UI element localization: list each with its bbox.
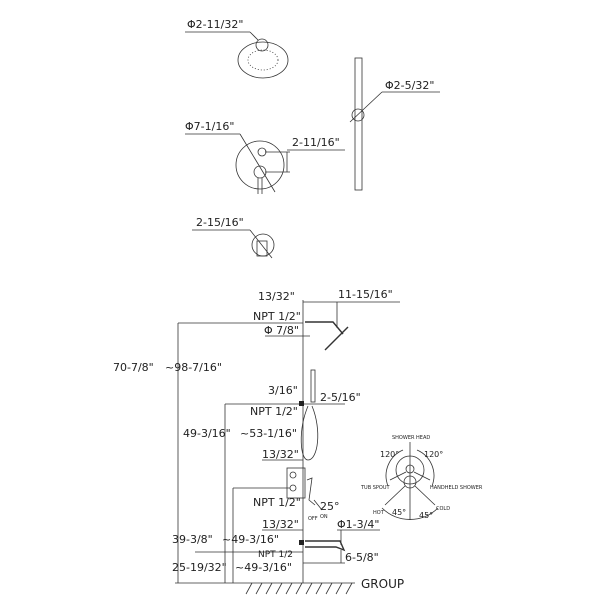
rotation-shower-head: SHOWER HEAD (392, 435, 430, 441)
valve-plate-diameter: Φ7-1/16" (185, 120, 234, 133)
valve-height: 39-3/8" (172, 533, 213, 546)
handheld-height: 49-3/16" (183, 427, 231, 440)
spout-npt: NPT 1/2 (258, 550, 293, 560)
handheld-npt: NPT 1/2" (250, 405, 298, 418)
rotation-cold-angle: 45° (419, 511, 433, 520)
rotation-hot: HOT (373, 510, 385, 516)
lever-off: OFF (308, 516, 318, 522)
rotation-handheld: HANDHELD SHOWER (430, 485, 483, 491)
lever-angle: 25° (320, 500, 340, 513)
valve-offset: 13/32" (262, 448, 299, 461)
arm-offset: 13/32" (258, 290, 295, 303)
valve-height-alt: ~49-3/16" (222, 533, 279, 546)
shower-head-top-view: Φ2-11/32" (185, 18, 289, 79)
arm-reach: 11-15/16" (338, 288, 393, 301)
tub-spout-top-view: 2-15/16" (192, 216, 275, 259)
handle-rotation-diagram: SHOWER HEAD 120° 120° TUB SPOUT HANDHELD… (360, 435, 483, 520)
valve-top-view: Φ7-1/16" 2-11/16" (185, 120, 345, 194)
handheld-offset: 3/16" (268, 384, 298, 397)
tub-spout-size: 2-15/16" (196, 216, 244, 229)
valve-npt: NPT 1/2" (253, 496, 301, 509)
valve-spacing: 2-11/16" (292, 136, 340, 149)
head-height: ~98-7/16" (165, 361, 222, 374)
arm-npt: NPT 1/2" (253, 310, 301, 323)
spout-diameter: Φ1-3/4" (337, 518, 379, 531)
handheld-top-height: ~53-1/16" (240, 427, 297, 440)
handheld-top-view: Φ2-5/32" (349, 57, 440, 191)
arm-height: 70-7/8" (113, 361, 154, 374)
rotation-angle-right: 120° (424, 450, 443, 459)
shower-head-diameter: Φ2-11/32" (187, 18, 243, 31)
spout-reach: 6-5/8" (345, 551, 379, 564)
handheld-diameter: Φ2-5/32" (385, 79, 434, 92)
ground-hatch (245, 582, 353, 595)
rotation-cold: COLD (436, 506, 450, 512)
spout-offset: 13/32" (262, 518, 299, 531)
arm-diameter: Φ 7/8" (264, 324, 299, 337)
rotation-angle-left: 120° (380, 450, 399, 459)
elevation-view: 13/32" 11-15/16" NPT 1/2" Φ 7/8" 70-7/8"… (113, 288, 404, 595)
rotation-tub-spout: TUB SPOUT (360, 485, 391, 491)
spout-height-alt: ~49-3/16" (235, 561, 292, 574)
rotation-hot-angle: 45° (392, 508, 406, 517)
ground-label: GROUP (361, 577, 404, 591)
spout-height: 25-19/32" (172, 561, 227, 574)
handheld-reach: 2-5/16" (320, 391, 361, 404)
lever-on: ON (320, 514, 328, 520)
